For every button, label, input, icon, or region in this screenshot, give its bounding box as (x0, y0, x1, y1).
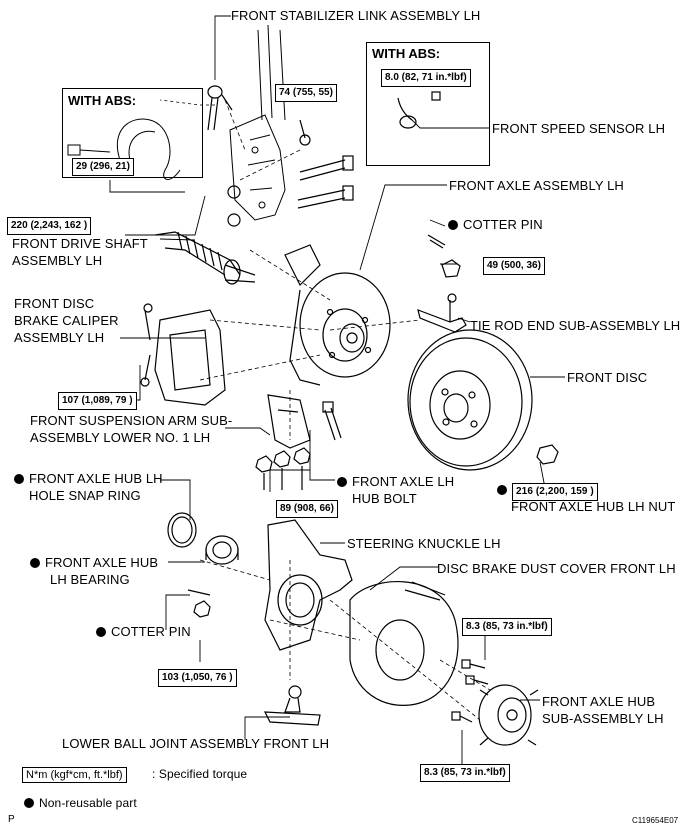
nonreusable-dot-icon (14, 474, 24, 484)
torque-216: 216 (2,200, 159 ) (512, 483, 598, 501)
torque-49: 49 (500, 36) (483, 257, 545, 275)
label-drive-shaft-line2: ASSEMBLY LH (12, 253, 103, 268)
label-suspension-arm-line1: FRONT SUSPENSION ARM SUB- (30, 413, 233, 428)
hub-bolt-text: FRONT AXLE LH (352, 474, 455, 489)
label-caliper-line1: FRONT DISC (14, 296, 95, 311)
nonreusable-dot-icon (96, 627, 106, 637)
label-drive-shaft-line1: FRONT DRIVE SHAFT (12, 236, 148, 251)
page-letter: P (8, 814, 15, 825)
lower-arm-bracket-part (267, 394, 342, 449)
strut-bracket-part (229, 24, 286, 221)
torque-8-3-lower: 8.3 (85, 73 in.*lbf) (420, 764, 510, 782)
figure-code: C119654E07 (632, 816, 679, 825)
label-snap-ring-line1: FRONT AXLE HUB LH (14, 471, 163, 486)
hub-sub-assembly-part (478, 684, 539, 746)
label-stabilizer-link: FRONT STABILIZER LINK ASSEMBLY LH (231, 8, 481, 23)
legend-torque-unit: N*m (kgf*cm, ft.*lbf) (22, 767, 127, 783)
torque-89: 89 (908, 66) (276, 500, 338, 518)
snap-ring-text: FRONT AXLE HUB LH (29, 471, 163, 486)
abs-box-right (366, 42, 490, 166)
label-bearing-line1: FRONT AXLE HUB (30, 555, 158, 570)
abs-box-left (62, 88, 203, 178)
label-cotter-pin-bottom: COTTER PIN (96, 624, 191, 639)
torque-8-3-upper: 8.3 (85, 73 in.*lbf) (462, 618, 552, 636)
torque-29: 29 (296, 21) (72, 158, 134, 176)
abs-box-right-title: WITH ABS: (372, 46, 441, 61)
torque-74: 74 (755, 55) (275, 84, 337, 102)
torque-220: 220 (2,243, 162 ) (7, 217, 92, 235)
legend-torque-text: : Specified torque (152, 767, 248, 781)
label-steering-knuckle: STEERING KNUCKLE LH (347, 536, 501, 551)
nonreusable-dot-icon (337, 477, 347, 487)
torque-107: 107 (1,089, 79 ) (58, 392, 137, 410)
dust-cover-part (349, 581, 459, 706)
nonreusable-dot-icon (448, 220, 458, 230)
legend-nonreusable-text: Non-reusable part (39, 796, 137, 810)
label-hub-nut: FRONT AXLE HUB LH NUT (511, 499, 676, 514)
tie-rod-parts (417, 234, 467, 333)
steering-knuckle-part (264, 519, 353, 651)
torque-8-0: 8.0 (82, 71 in.*lbf) (381, 69, 471, 87)
label-front-disc: FRONT DISC (567, 370, 648, 385)
label-hub-sub-line1: FRONT AXLE HUB (542, 694, 656, 709)
stabilizer-link-part (207, 85, 233, 131)
label-cotter-pin-top: COTTER PIN (448, 217, 543, 232)
front-axle-assembly-part (284, 244, 391, 386)
label-suspension-arm-line2: ASSEMBLY LOWER NO. 1 LH (30, 430, 211, 445)
torque-103: 103 (1,050, 76 ) (158, 669, 237, 687)
label-bearing-line2: LH BEARING (50, 572, 130, 587)
speed-sensor-part (397, 91, 441, 129)
label-caliper-line3: ASSEMBLY LH (14, 330, 105, 345)
brake-caliper-part (140, 303, 226, 406)
label-ball-joint: LOWER BALL JOINT ASSEMBLY FRONT LH (62, 736, 330, 751)
nonreusable-dot-icon (497, 485, 507, 495)
drive-shaft-part (154, 231, 256, 285)
bearing-text: FRONT AXLE HUB (45, 555, 159, 570)
nuts-lower (255, 444, 559, 490)
snap-ring-bearing-parts (167, 512, 239, 565)
label-hub-sub-line2: SUB-ASSEMBLY LH (542, 711, 664, 726)
nonreusable-dot-icon (30, 558, 40, 568)
label-snap-ring-line2: HOLE SNAP RING (29, 488, 141, 503)
front-disc-part (407, 329, 533, 471)
legend-nonreusable: Non-reusable part (24, 796, 137, 811)
cotter-pin-top-text: COTTER PIN (463, 217, 543, 232)
label-hub-bolt-line2: HUB BOLT (352, 491, 417, 506)
label-dust-cover: DISC BRAKE DUST COVER FRONT LH (437, 561, 676, 576)
label-caliper-line2: BRAKE CALIPER (14, 313, 119, 328)
cotter-pin-bottom-text: COTTER PIN (111, 624, 191, 639)
assembly-dashes (199, 99, 491, 721)
bolts-small-lower (451, 659, 489, 723)
cotter-nut-lower (187, 589, 211, 618)
label-hub-bolt-line1: FRONT AXLE LH (337, 474, 454, 489)
ball-joint-part (264, 685, 321, 726)
label-tie-rod-end: TIE ROD END SUB-ASSEMBLY LH (470, 318, 681, 333)
nonreusable-dot-icon (24, 798, 34, 808)
label-speed-sensor: FRONT SPEED SENSOR LH (492, 121, 666, 136)
label-axle-assembly: FRONT AXLE ASSEMBLY LH (449, 178, 624, 193)
abs-box-left-title: WITH ABS: (68, 93, 137, 108)
torque-216-group: 216 (2,200, 159 ) (497, 482, 598, 501)
abs-harness (67, 118, 181, 180)
bolts-upper (227, 119, 354, 227)
